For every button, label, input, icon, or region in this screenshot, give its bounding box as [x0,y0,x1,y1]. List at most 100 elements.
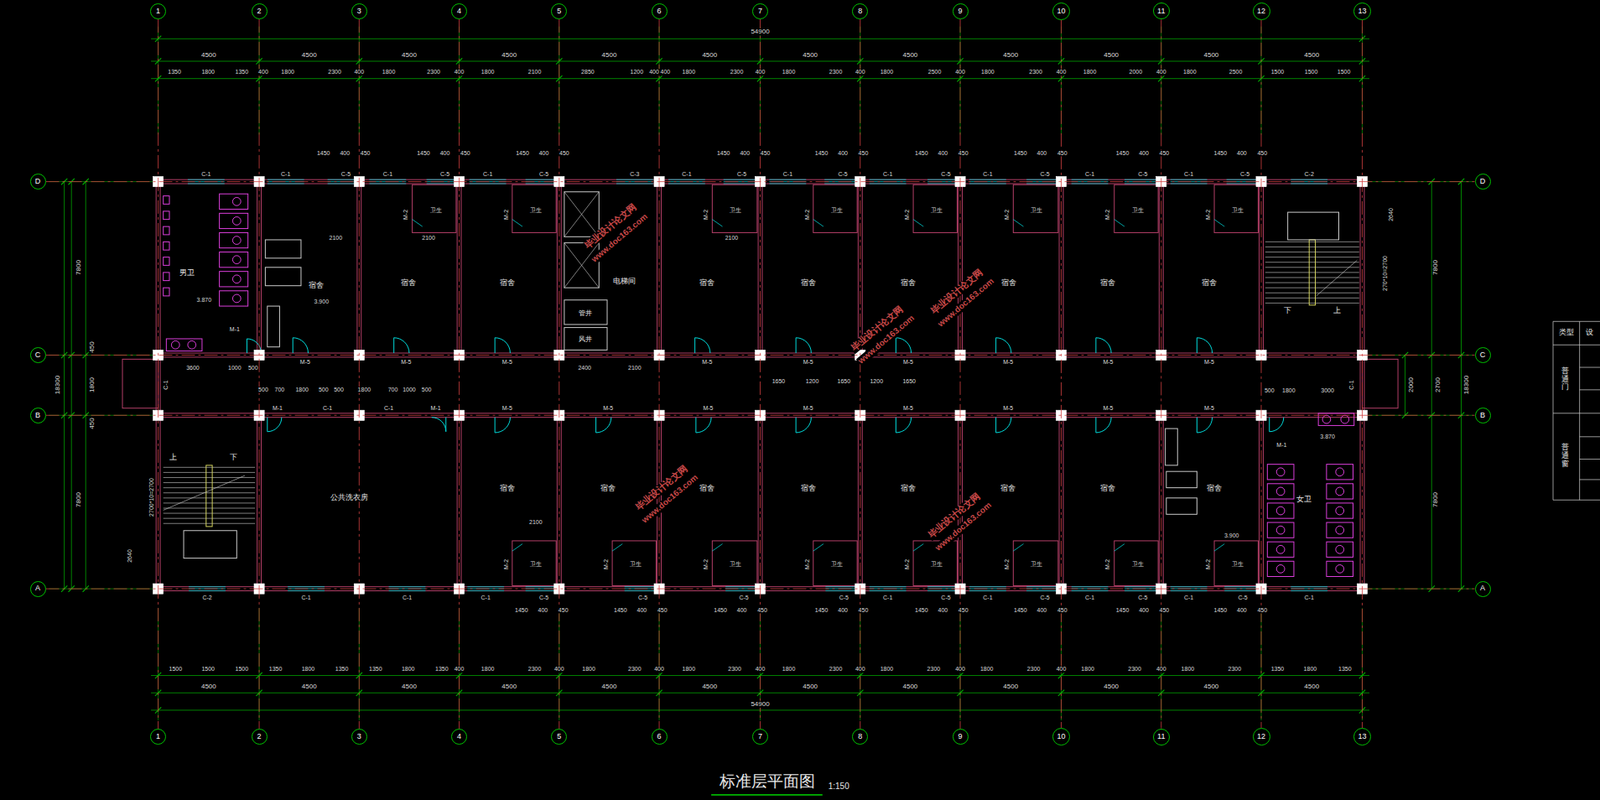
window-symbol [668,183,706,185]
plan-text-box: C-1 [163,379,170,390]
axis-line [1261,20,1263,728]
axis-bubble: 11 [1153,728,1170,746]
plan-text-box: 1800 [280,69,296,76]
plan-text: 管井 [577,309,593,317]
window-symbol [1290,179,1328,181]
plan-text: 400 [648,69,660,76]
plan-text-box: 1450 [814,607,830,613]
handrail [1309,239,1315,306]
toilet-wall [1114,184,1159,233]
plan-text-box: 500 [257,386,270,393]
plan-text-box: 400 [1155,69,1168,76]
plan-text: C-1 [882,594,894,601]
window-symbol [389,586,426,588]
plan-text: 500 [332,386,345,393]
plan-text-box: 宿舍 [498,484,516,493]
plan-text: M-5 [1002,405,1014,411]
axis-number: 5 [555,732,562,741]
basin-bowl [1322,415,1331,424]
table-rule [1553,321,1600,323]
plan-text: 3000 [1319,387,1336,394]
plan-text-box: 7800 [74,259,82,276]
plan-text: C-5 [1137,594,1149,601]
plan-text: 4500 [601,683,619,691]
axis-number: 5 [555,7,562,16]
plan-text: 2100 [627,365,643,372]
door-swing [1196,417,1212,433]
plan-text-box: M-1 [271,405,284,411]
plan-text-box: 1350 [1337,666,1353,673]
plan-text: M-2 [503,558,510,571]
axis-bubble: 8 [851,3,868,20]
plan-text-box: 1450 [712,607,728,613]
plan-text-box: M-5 [299,358,312,365]
entrance-porch [122,358,159,408]
toilet-wall [1012,184,1059,233]
plan-text: 1350 [434,666,450,673]
plan-text: 1800 [400,666,416,673]
plan-text-box: 1800 [480,69,496,76]
plan-text: C-5 [736,171,748,177]
plan-text-box: 2640 [126,548,133,564]
plan-text-box: 450 [759,150,772,156]
plan-text-box: 400 [653,666,665,673]
plan-text: 1650 [901,378,917,385]
plan-text: 宿舍 [1099,280,1117,288]
plan-text-box: 400 [538,150,551,156]
plan-text: 1800 [480,666,496,673]
plan-text-box: C-1 [300,594,312,601]
window-symbol [1170,179,1208,181]
plan-text-box: 风井 [577,336,593,343]
axis-number: A [1479,584,1486,593]
plan-text-box: 2300 [1026,666,1042,673]
toilet-bowl [232,236,241,245]
plan-text: 54900 [749,28,770,36]
partition-wall [660,183,662,354]
partition-wall [457,183,458,354]
plan-text-box: 400 [537,607,550,613]
plan-text-box: 450 [459,150,472,156]
plan-text-box: C-1 [482,171,494,177]
plan-text-box: 1450 [1115,607,1131,613]
plan-text: 400 [538,150,551,156]
window-symbol [267,179,305,181]
stair-tread [163,513,256,515]
plan-text-box: 400 [659,69,672,76]
plan-text-box: C-1 [882,171,894,177]
plan-text: 400 [954,666,967,673]
plan-text: 400 [439,150,452,156]
plan-text-box: 2100 [527,69,543,76]
toilet-wall [913,184,957,233]
plan-text: 400 [754,69,767,76]
axis-bubble: 12 [1252,727,1271,746]
wardrobe [267,306,281,348]
plan-text-box: 450 [857,150,870,156]
axis-line [1160,19,1162,728]
window-symbol [1124,179,1162,181]
plan-text: M-5 [902,405,915,411]
axis-bubble: 4 [451,3,468,20]
plan-text-box: 卫生 [929,561,944,567]
window-symbol [616,183,654,185]
partition-wall [862,417,863,588]
plan-text: 1800 [301,666,317,673]
plan-text-box: 500 [247,365,260,372]
plan-text: 宿舍 [800,484,817,493]
plan-text-box: 400 [954,69,967,76]
axis-number: 12 [1256,7,1267,16]
plan-text-box: 1800 [681,666,697,673]
plan-text-box: C-5 [836,171,848,177]
plan-text-box: M-2 [1003,208,1010,221]
plan-text: 1800 [581,666,597,673]
plan-text-box: 2850 [580,69,596,76]
plan-text-box: 270*10=2700 [1382,254,1389,292]
plan-text-box: 1450 [316,150,332,156]
door-swing [1214,219,1225,228]
plan-text-box: 450 [857,607,870,613]
plan-text: 4500 [1202,683,1220,691]
plan-text-box: 卫生 [1029,561,1044,567]
partition-wall [556,183,558,354]
plan-title: 标准层平面图 [718,773,816,790]
plan-text-box: 450 [1158,150,1171,156]
plan-text: 400 [854,69,867,76]
